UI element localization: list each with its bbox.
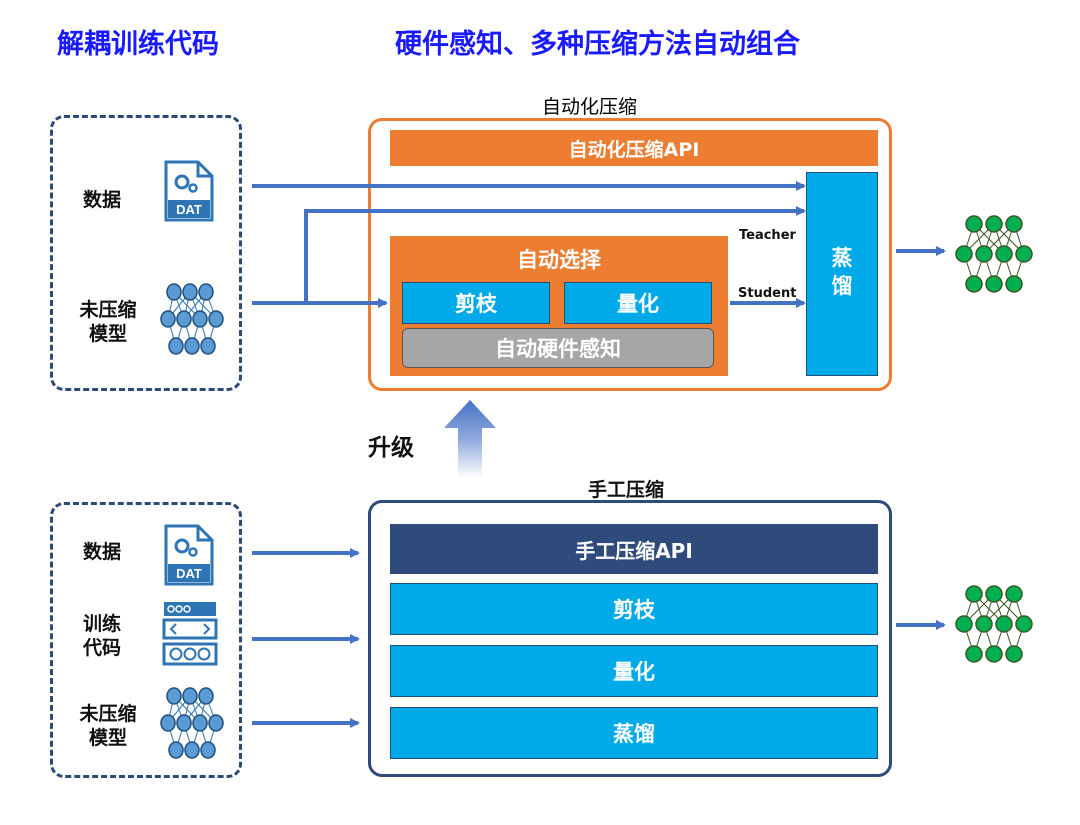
code-window-icon bbox=[162, 602, 218, 666]
top-dat-text: DAT bbox=[176, 202, 202, 217]
bottom-model-label-line1: 未压缩 bbox=[79, 703, 137, 725]
heading-decouple: 解耦训练代码 bbox=[57, 29, 219, 60]
bottom-model-label: 未压缩 模型 bbox=[68, 702, 148, 750]
top-input-box bbox=[50, 115, 242, 391]
top-model-label: 未压缩 模型 bbox=[68, 298, 148, 346]
bottom-code-label-line1: 训练 bbox=[82, 613, 121, 635]
bottom-input-box bbox=[50, 502, 242, 778]
bottom-code-label: 训练 代码 bbox=[78, 612, 126, 660]
auto-distill-label: 蒸馏 bbox=[831, 246, 853, 298]
manual-prune-bar: 剪枝 bbox=[390, 583, 878, 635]
bottom-model-label-line2: 模型 bbox=[88, 727, 127, 749]
file-gear-icon: DAT bbox=[164, 524, 214, 586]
manual-title: 手工压缩 bbox=[588, 479, 665, 501]
top-data-label: 数据 bbox=[82, 189, 121, 211]
manual-distill-bar: 蒸馏 bbox=[390, 707, 878, 759]
manual-compression-box bbox=[368, 500, 892, 777]
auto-title: 自动化压缩 bbox=[542, 96, 638, 118]
top-model-label-line1: 未压缩 bbox=[79, 299, 137, 321]
top-model-label-line2: 模型 bbox=[88, 323, 127, 345]
auto-api-bar: 自动化压缩API bbox=[390, 130, 878, 166]
auto-prune-block: 剪枝 bbox=[402, 282, 550, 324]
auto-compression-box bbox=[368, 118, 892, 391]
arrow-model-to-teacher bbox=[304, 206, 806, 303]
bottom-dat-text: DAT bbox=[176, 566, 202, 581]
auto-distill-block bbox=[806, 172, 878, 376]
file-gear-icon: DAT bbox=[164, 160, 214, 222]
auto-select-title: 自动选择 bbox=[517, 248, 601, 272]
output-network-icon-top bbox=[955, 215, 1033, 293]
student-label: Student bbox=[738, 286, 797, 301]
auto-hardware-block: 自动硬件感知 bbox=[402, 328, 714, 368]
upgrade-arrow-icon bbox=[444, 400, 496, 478]
bottom-data-label: 数据 bbox=[82, 541, 121, 563]
neural-network-icon bbox=[160, 687, 224, 759]
teacher-label: Teacher bbox=[739, 228, 796, 243]
bottom-code-label-line2: 代码 bbox=[82, 637, 121, 659]
auto-quant-block: 量化 bbox=[564, 282, 712, 324]
upgrade-label: 升级 bbox=[368, 435, 414, 461]
manual-api-bar: 手工压缩API bbox=[390, 524, 878, 574]
manual-quant-bar: 量化 bbox=[390, 645, 878, 697]
heading-hardware-aware: 硬件感知、多种压缩方法自动组合 bbox=[395, 29, 800, 60]
neural-network-icon bbox=[160, 283, 224, 355]
output-network-icon-bottom bbox=[955, 585, 1033, 663]
